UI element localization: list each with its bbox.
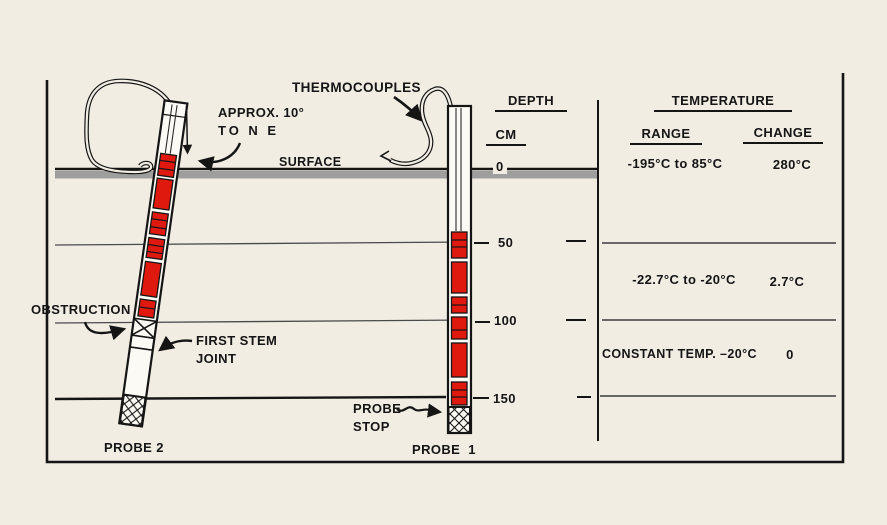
probe-stop-arrow <box>396 403 443 418</box>
depth-gridlines <box>54 241 471 324</box>
temp-row2-change: 2.7°C <box>769 274 805 289</box>
probe-stop-label-line1: PROBE <box>353 401 402 416</box>
temp-row3-range: CONSTANT TEMP. –20°C <box>602 347 757 361</box>
vertical-reference-line <box>182 105 193 155</box>
probe1-graphic <box>446 104 473 435</box>
temp-row3-change: 0 <box>786 347 794 362</box>
thermocouples-arrow <box>393 95 423 122</box>
temperature-header: TEMPERATURE <box>654 93 792 113</box>
depth-header: DEPTH <box>495 93 567 113</box>
probe1-tip <box>447 406 471 434</box>
obstruction-arrow <box>83 321 127 341</box>
change-column-header: CHANGE <box>743 125 823 145</box>
temp-row2-range: -22.7°C to -20°C <box>632 272 736 287</box>
approx-angle-arrow <box>197 142 242 172</box>
first-stem-joint-mark <box>129 346 153 351</box>
probe2-tip <box>118 393 147 428</box>
depth-ticks <box>473 240 591 399</box>
depth-tick-0: 0 <box>493 159 507 175</box>
temp-row1-range: -195°C to 85°C <box>627 156 723 171</box>
probe2-label: PROBE 2 <box>104 440 164 455</box>
depth-tick-100: 100 <box>494 313 517 328</box>
depth-line-150 <box>54 395 447 401</box>
approx-angle-label-line2: TO N E <box>218 123 280 138</box>
figure-border <box>45 73 845 464</box>
depth-unit: CM <box>486 127 526 147</box>
probe2-cable <box>84 78 172 175</box>
table-dividers <box>600 242 836 397</box>
range-column-header: RANGE <box>630 126 702 146</box>
obstruction-label: OBSTRUCTION <box>31 302 131 317</box>
obstruction-mark <box>131 317 158 340</box>
probe2-graphic <box>117 99 189 428</box>
annotation-arrows <box>83 95 443 418</box>
approx-angle-label-line1: APPROX. 10° <box>218 105 305 120</box>
surface-label: SURFACE <box>279 155 342 169</box>
depth-tick-50: 50 <box>498 235 514 250</box>
probe-stop-label-line2: STOP <box>353 419 390 434</box>
first-stem-joint-label-line2: JOINT <box>196 351 237 366</box>
probe1-label: PROBE 1 <box>412 442 476 457</box>
probe1-thermocouple-segments <box>450 231 468 406</box>
first-stem-joint-label-line1: FIRST STEM <box>196 333 278 348</box>
depth-tick-150: 150 <box>493 391 516 406</box>
probe2-thermocouple-segments <box>137 152 178 319</box>
first-stem-joint-arrow <box>158 335 193 352</box>
thermocouples-label: THERMOCOUPLES <box>292 80 421 95</box>
temp-row1-change: 280°C <box>772 157 812 172</box>
probe1-cable <box>379 86 454 167</box>
